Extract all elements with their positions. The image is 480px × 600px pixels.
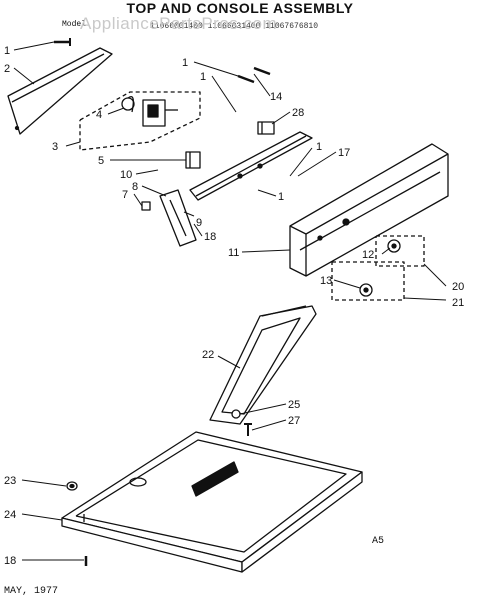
label-5: 5: [98, 155, 104, 167]
label-17: 17: [338, 147, 350, 159]
label-3: 3: [52, 141, 58, 153]
part-9-block: [159, 189, 197, 247]
label-10: 10: [120, 169, 132, 181]
label-2: 2: [4, 63, 10, 75]
label-13: 13: [320, 275, 332, 287]
part-23-bumper: [66, 481, 78, 491]
knob-13: [331, 261, 405, 301]
part-4-knob: [121, 95, 135, 113]
label-28: 28: [292, 107, 304, 119]
diagram-date: MAY, 1977: [4, 586, 59, 597]
label-23: 23: [4, 475, 16, 487]
screws-14: [237, 66, 271, 84]
label-27: 27: [288, 415, 300, 427]
label-1a: 1: [4, 45, 10, 57]
label-21: 21: [452, 297, 464, 309]
knob-12: [375, 235, 425, 267]
label-9: 9: [196, 217, 202, 229]
part-5-bracket: [185, 151, 201, 169]
label-24: 24: [4, 509, 16, 521]
label-1e: 1: [278, 191, 284, 203]
top-panel: [61, 431, 363, 573]
mounting-rail: [189, 131, 313, 201]
diagram-title: TOP AND CONSOLE ASSEMBLY: [126, 0, 354, 16]
label-18a: 18: [204, 231, 216, 243]
console-housing: [289, 143, 449, 277]
label-20: 20: [452, 281, 464, 293]
part-7-clip: [141, 201, 151, 211]
label-12: 12: [362, 249, 374, 261]
control-bracket: [79, 91, 201, 151]
label-4: 4: [96, 109, 102, 121]
leader-lines: [13, 41, 447, 561]
model-prefix: Model: [62, 20, 87, 29]
label-22: 22: [202, 349, 214, 361]
label-14: 14: [270, 91, 282, 103]
part-28-bracket: [257, 121, 275, 135]
label-7: 7: [122, 189, 128, 201]
label-1d: 1: [316, 141, 322, 153]
watermark: AppliancePartsPros.com: [80, 14, 278, 33]
part-back-panel: [7, 47, 113, 135]
label-25: 25: [288, 399, 300, 411]
label-1c: 1: [200, 71, 206, 83]
screw-top-left: [54, 38, 71, 46]
label-8: 8: [132, 181, 138, 193]
label-18b: 18: [4, 555, 16, 567]
label-11: 11: [228, 247, 239, 259]
label-1b: 1: [182, 57, 188, 69]
model-numbers: 11066001400 11066031400 11067676810: [150, 22, 319, 31]
part-labels: 1 2 1 1 14 28 4 3 5 1 17 10 8 7 1 9 18 1…: [4, 45, 464, 567]
diagram-code: A5: [372, 536, 385, 547]
